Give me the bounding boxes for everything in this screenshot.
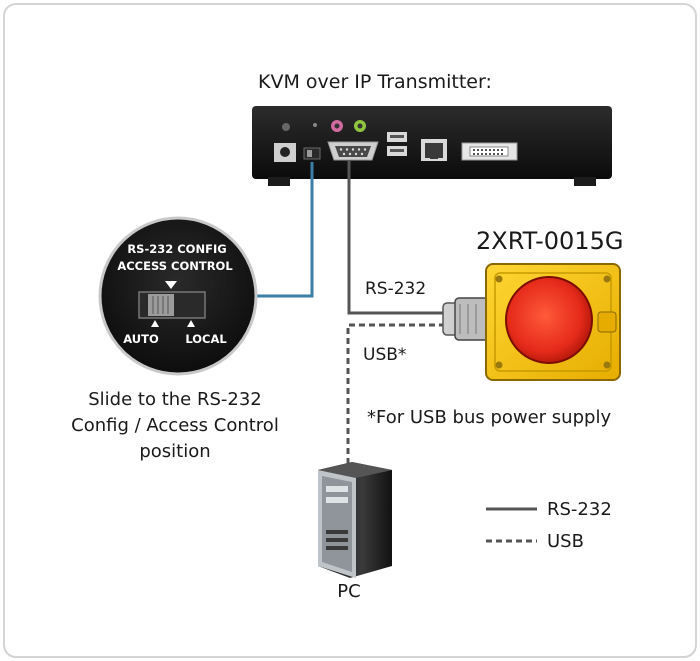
callout-left-label: AUTO (123, 332, 159, 346)
dvi-port-icon (461, 142, 518, 161)
legend: RS-232 USB (486, 499, 612, 552)
usb-note: *For USB bus power supply (367, 407, 611, 428)
usb-cable (346, 323, 455, 465)
callout-right-label: LOCAL (185, 332, 227, 346)
rs232-cable (347, 161, 455, 315)
switch-callout: RS-232 CONFIG ACCESS CONTROL AUTO LOCAL (98, 216, 258, 376)
up-arrow-icon (187, 320, 195, 327)
legend-rs232-label: RS-232 (547, 499, 612, 520)
ground-screw-icon (282, 123, 290, 131)
caption-line1: Slide to the RS-232 (88, 389, 262, 410)
kvm-transmitter (252, 106, 612, 186)
up-arrow-icon (151, 320, 159, 327)
pc-tower-icon (318, 462, 392, 578)
pc-label: PC (337, 581, 360, 602)
emergency-button-device (442, 263, 621, 381)
switch-callout-link (256, 162, 314, 298)
callout-title-line2: ACCESS CONTROL (117, 259, 233, 273)
device-title: 2XRT-0015G (476, 227, 623, 255)
usb-ports-icon (387, 132, 407, 156)
down-arrow-icon (165, 281, 177, 289)
red-button-icon (505, 276, 593, 364)
transmitter-title: KVM over IP Transmitter: (258, 71, 492, 93)
callout-title-line1: RS-232 CONFIG (127, 242, 226, 256)
usb-cable-label: USB* (363, 345, 406, 365)
ethernet-port-icon (421, 139, 447, 161)
legend-usb-label: USB (547, 531, 584, 552)
caption-line2: Config / Access Control (71, 415, 279, 436)
caption-line3: position (139, 441, 210, 462)
rs232-cable-label: RS-232 (365, 279, 426, 299)
serial-port-icon (327, 141, 379, 161)
